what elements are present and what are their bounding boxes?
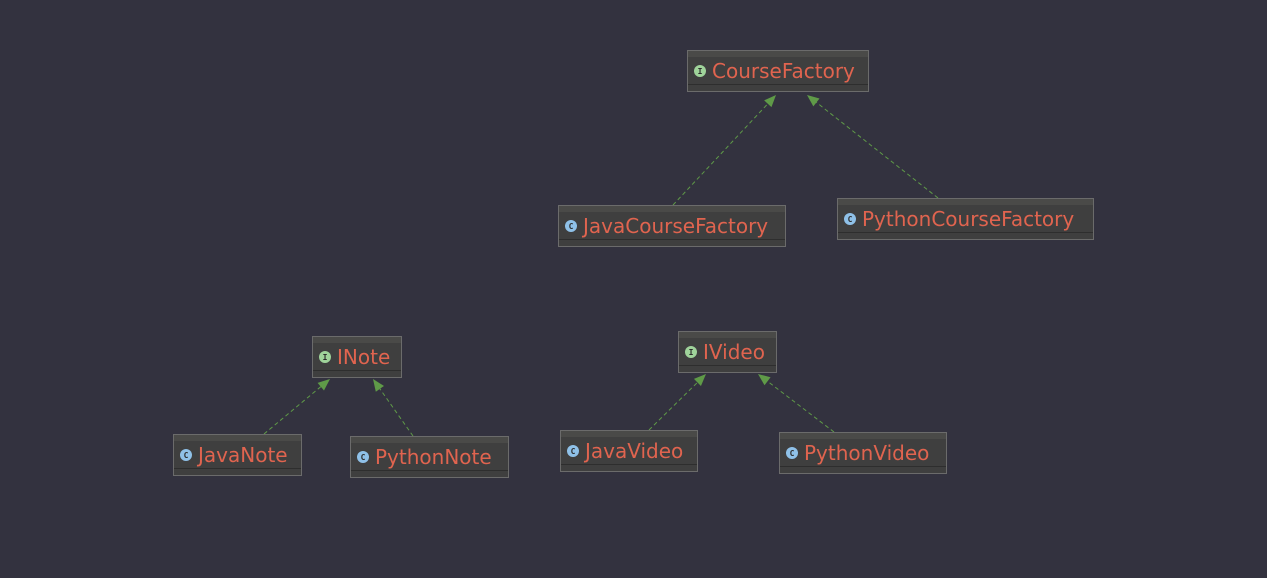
class-icon: C [844, 213, 856, 225]
arrowhead-pythonvideo-to-ivideo [758, 374, 771, 386]
interface-icon: I [694, 65, 706, 77]
arrowhead-pythoncoursefactory-to-coursefactory [807, 95, 820, 107]
node-label-javavideo: JavaVideo [585, 439, 684, 463]
class-node-javanote[interactable]: C JavaNote [173, 434, 302, 476]
node-label-pythoncoursefactory: PythonCourseFactory [862, 207, 1075, 231]
node-label-pythonvideo: PythonVideo [804, 441, 930, 465]
node-label-inote: INote [337, 345, 391, 369]
class-icon: C [786, 447, 798, 459]
edge-pythonnote-to-inote [379, 388, 414, 437]
interface-icon: I [685, 346, 697, 358]
class-icon: C [357, 451, 369, 463]
class-icon: C [180, 449, 192, 461]
class-node-javavideo[interactable]: C JavaVideo [560, 430, 698, 472]
interface-icon: I [319, 351, 331, 363]
class-node-pythonnote[interactable]: C PythonNote [350, 436, 509, 478]
class-icon: C [567, 445, 579, 457]
arrowhead-javacoursefactory-to-coursefactory [764, 95, 776, 108]
interface-node-coursefactory[interactable]: I CourseFactory [687, 50, 869, 92]
class-node-pythoncoursefactory[interactable]: C PythonCourseFactory [837, 198, 1094, 240]
edge-javacoursefactory-to-coursefactory [672, 103, 769, 206]
edge-javavideo-to-ivideo [648, 382, 698, 431]
edge-pythonvideo-to-ivideo [767, 380, 835, 433]
node-label-javanote: JavaNote [198, 443, 288, 467]
node-label-pythonnote: PythonNote [375, 445, 492, 469]
class-node-pythonvideo[interactable]: C PythonVideo [779, 432, 947, 474]
interface-node-inote[interactable]: I INote [312, 336, 402, 378]
node-label-javacoursefactory: JavaCourseFactory [583, 214, 769, 238]
node-label-ivideo: IVideo [703, 340, 765, 364]
interface-node-ivideo[interactable]: I IVideo [678, 331, 777, 373]
arrowhead-javanote-to-inote [317, 379, 330, 391]
class-node-javacoursefactory[interactable]: C JavaCourseFactory [558, 205, 786, 247]
edge-pythoncoursefactory-to-coursefactory [816, 102, 939, 199]
arrowhead-pythonnote-to-inote [373, 379, 384, 392]
edge-javanote-to-inote [263, 386, 322, 435]
node-label-coursefactory: CourseFactory [712, 59, 855, 83]
arrowhead-javavideo-to-ivideo [693, 374, 706, 386]
class-icon: C [565, 220, 577, 232]
